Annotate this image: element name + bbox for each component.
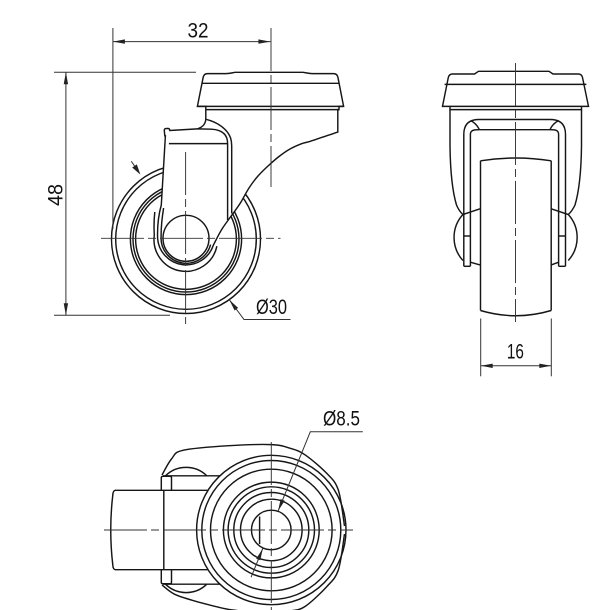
- svg-text:Ø30: Ø30: [256, 296, 287, 319]
- svg-text:Ø8.5: Ø8.5: [323, 407, 360, 430]
- svg-text:32: 32: [188, 20, 209, 43]
- svg-text:16: 16: [507, 341, 524, 364]
- svg-text:48: 48: [45, 184, 68, 206]
